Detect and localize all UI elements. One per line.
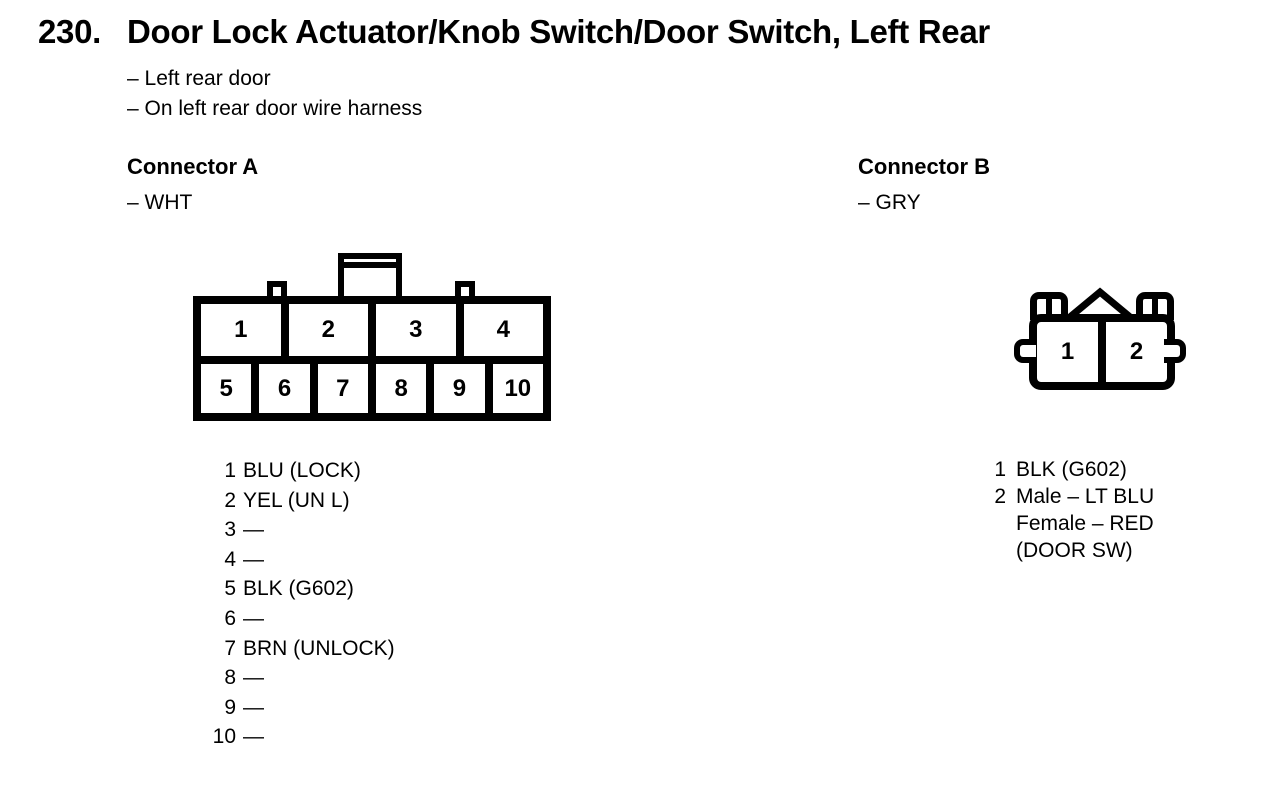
pin-number: 9 [224, 695, 236, 719]
divider [1098, 322, 1106, 382]
divider [368, 304, 376, 356]
connector-a-lock-tab-bar [344, 262, 396, 268]
pin-number: 3 [224, 518, 236, 542]
section-number: 230. [38, 13, 102, 50]
pin-number: 5 [224, 577, 236, 601]
connector-b-color-note: – GRY [858, 191, 921, 214]
pin-number: 1 [224, 459, 236, 482]
pin-list-row: 2 Male – LT BLU Female – RED (DOOR SW) [972, 483, 1154, 564]
pin-list-row: 9 — [202, 693, 395, 723]
pin-cavity-10: 10 [504, 374, 532, 402]
pin-description: BRN (UNLOCK) [243, 636, 395, 660]
pin-list-row: 2 YEL (UN L) [202, 486, 395, 516]
connector-b-body: 1 2 [1029, 314, 1175, 390]
pin-number: 10 [212, 725, 236, 749]
divider [484, 364, 493, 413]
connector-a-top-row: 1 2 3 4 [201, 304, 543, 356]
connector-a-rib-left [267, 281, 287, 297]
connector-b-pin-list: 1 BLK (G602) 2 Male – LT BLU Female – RE… [972, 456, 1154, 564]
pin-list-row: 3 — [202, 515, 395, 545]
pin-cavity-7: 7 [336, 374, 350, 402]
connector-b-rib-left-bar [1046, 299, 1052, 320]
divider [455, 304, 464, 356]
connector-a-lock-tab [338, 253, 402, 297]
pin-list-row: 4 — [202, 545, 395, 575]
pin-description: Male – LT BLU Female – RED (DOOR SW) [1016, 483, 1154, 564]
connector-b-heading: Connector B [858, 154, 990, 179]
pin-description: — [243, 725, 264, 749]
connector-a-bottom-row: 5 6 7 8 9 10 [201, 364, 543, 413]
pin-description: — [243, 695, 264, 719]
pin-number: 1 [994, 458, 1006, 481]
location-note: – On left rear door wire harness [127, 96, 423, 120]
pin-description: — [243, 547, 264, 571]
pin-description-line: Female – RED [1016, 512, 1154, 535]
connector-a-pin-list: 1 BLU (LOCK) 2 YEL (UN L) 3 — 4 — 5 BLK … [202, 456, 395, 752]
pin-list-row: 1 BLK (G602) [972, 456, 1154, 483]
pin-description: BLK (G602) [243, 577, 354, 601]
pin-list-row: 6 — [202, 604, 395, 634]
pin-number: 8 [224, 666, 236, 690]
pin-cavity-5: 5 [219, 374, 233, 402]
pin-cavity-2: 2 [321, 316, 335, 343]
pin-description: YEL (UN L) [243, 488, 350, 512]
connector-a-body: 1 2 3 4 5 6 7 8 9 10 [193, 296, 551, 421]
pin-description: — [243, 606, 264, 630]
pin-cavity-6: 6 [277, 374, 292, 402]
pin-description: BLU (LOCK) [243, 459, 361, 482]
pin-list-row: 10 — [202, 722, 395, 752]
pin-description-line: Male – LT BLU [1016, 485, 1155, 508]
pin-list-row: 1 BLU (LOCK) [202, 456, 395, 486]
pin-number: 2 [224, 488, 236, 512]
location-notes: – Left rear door – On left rear door wir… [127, 64, 422, 123]
pin-cavity-1: 1 [234, 316, 248, 343]
pin-number: 4 [224, 547, 236, 571]
pin-cavity-2: 2 [1129, 338, 1144, 365]
pin-list-row: 5 BLK (G602) [202, 574, 395, 604]
pin-cavity-9: 9 [452, 374, 467, 402]
pin-list-row: 7 BRN (UNLOCK) [202, 634, 395, 664]
connector-b-peak [1067, 287, 1133, 319]
pin-number: 6 [224, 606, 236, 630]
pin-number: 7 [224, 636, 236, 660]
divider [426, 364, 435, 413]
connector-a-heading: Connector A [127, 154, 259, 179]
connector-b-wing-left [1014, 339, 1036, 363]
pin-cavity-4: 4 [496, 316, 510, 343]
pin-cavity-8: 8 [394, 374, 408, 402]
pin-description-line: (DOOR SW) [1016, 539, 1133, 562]
pin-number: 2 [994, 485, 1006, 508]
connector-a-color-note: – WHT [127, 191, 193, 214]
connector-b-wing-right [1164, 339, 1186, 363]
divider [201, 356, 543, 364]
divider [280, 304, 289, 356]
divider [251, 364, 260, 413]
pin-description: — [243, 666, 264, 690]
location-note: – Left rear door [127, 67, 271, 90]
divider [309, 364, 318, 413]
divider [367, 364, 376, 413]
connector-b-rib-right-bar [1152, 299, 1158, 320]
pin-description: — [243, 518, 264, 542]
connector-a-rib-right [455, 281, 475, 297]
pin-list-row: 8 — [202, 663, 395, 693]
pin-description: BLK (G602) [1016, 458, 1127, 481]
pin-cavity-1: 1 [1060, 338, 1075, 365]
pin-cavity-3: 3 [409, 316, 423, 343]
page-title: Door Lock Actuator/Knob Switch/Door Swit… [127, 13, 990, 50]
